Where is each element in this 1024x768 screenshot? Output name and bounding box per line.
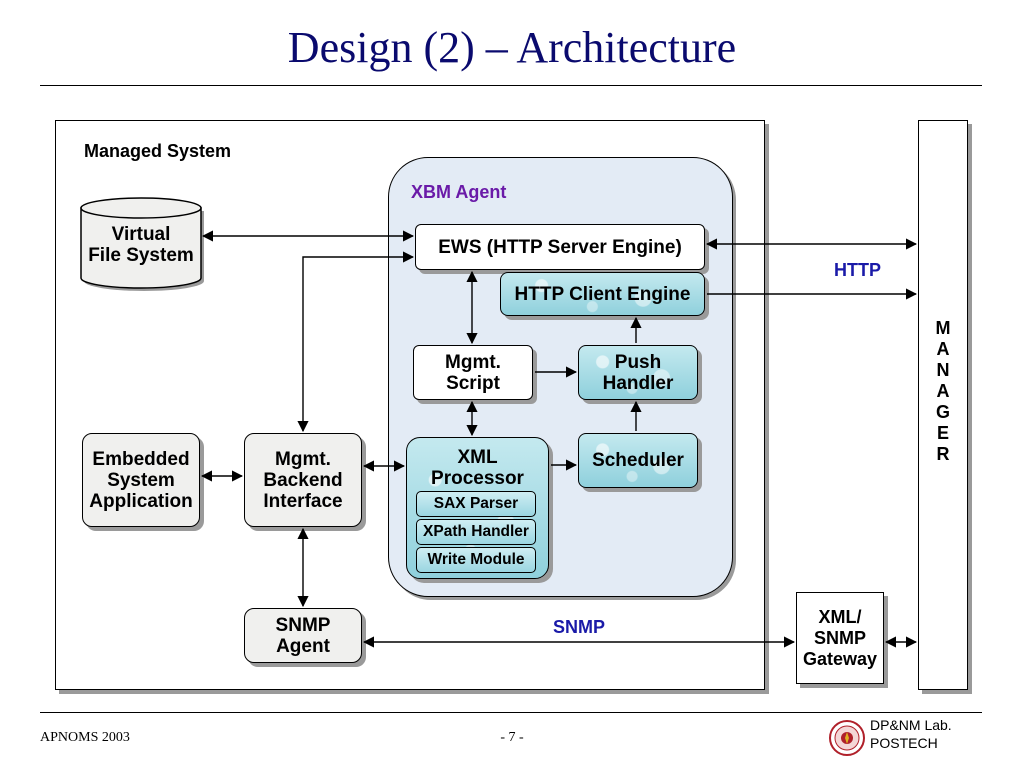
virtual-file-system-cylinder	[80, 197, 204, 291]
virtual-file-system-label: Virtual File System	[88, 224, 194, 266]
manager-label: M A N A G E R	[935, 318, 951, 464]
lab-name-line1: DP&NM Lab.	[870, 717, 952, 733]
footer-left: APNOMS 2003	[40, 730, 130, 745]
xml-processor-label: XML Processor	[431, 447, 524, 489]
scheduler: Scheduler	[578, 433, 698, 488]
manager-box	[918, 120, 968, 690]
xml-snmp-gateway: XML/ SNMP Gateway	[796, 592, 884, 684]
backend-ews-arrow	[297, 251, 415, 433]
postech-logo-icon	[829, 720, 865, 756]
embedded-system-application: Embedded System Application	[82, 433, 200, 527]
mgmt-backend-interface: Mgmt. Backend Interface	[244, 433, 362, 527]
page-title: Design (2) – Architecture	[287, 23, 737, 72]
push-handler: Push Handler	[578, 345, 698, 400]
http-client-engine: HTTP Client Engine	[500, 272, 705, 316]
sax-parser: SAX Parser	[416, 491, 536, 517]
snmp-agent: SNMP Agent	[244, 608, 362, 663]
write-module: Write Module	[416, 547, 536, 573]
title-divider	[40, 85, 982, 86]
footer-divider	[40, 712, 982, 713]
xbm-agent-label: XBM Agent	[411, 182, 507, 202]
http-protocol-label: HTTP	[834, 260, 881, 280]
lab-name-line2: POSTECH	[870, 735, 938, 751]
footer-page-number: - 7 -	[500, 730, 524, 745]
xpath-handler: XPath Handler	[416, 519, 536, 545]
mgmt-script: Mgmt. Script	[413, 345, 533, 400]
ews-http-server-engine: EWS (HTTP Server Engine)	[415, 224, 705, 270]
snmp-protocol-label: SNMP	[553, 617, 606, 637]
managed-system-label: Managed System	[84, 141, 232, 161]
